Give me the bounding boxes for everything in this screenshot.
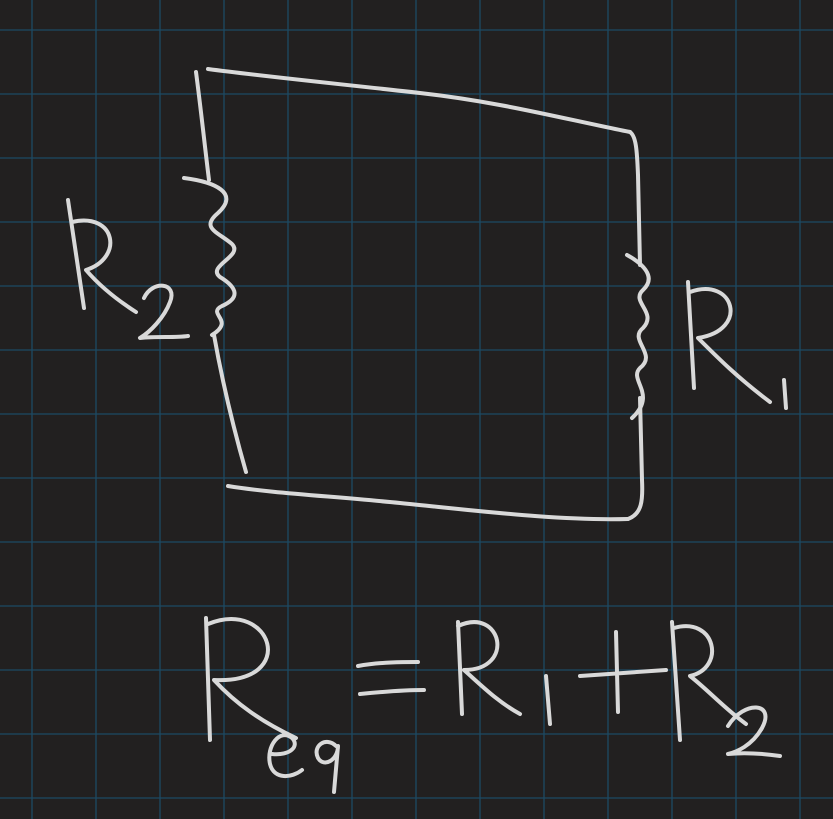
circuit-diagram <box>66 67 788 794</box>
eq-subscript-2 <box>726 705 782 758</box>
label-r1-letter-r <box>686 280 772 404</box>
resistor-r2-symbol <box>182 176 237 337</box>
resistor-r1-symbol <box>625 253 651 420</box>
equation-req <box>204 616 782 794</box>
eq-letter-r <box>204 616 298 742</box>
label-r1 <box>686 280 788 410</box>
label-r1-subscript-1 <box>782 378 788 410</box>
wire-bottom <box>226 484 630 522</box>
eq-equals-sign <box>356 660 426 696</box>
label-r2 <box>66 198 190 340</box>
eq-plus-sign <box>578 630 668 714</box>
wire-right <box>626 130 645 521</box>
wire-left <box>194 70 248 474</box>
eq-subscript-1 <box>544 674 552 726</box>
eq-letter-r1 <box>456 620 522 716</box>
eq-subscript-q <box>314 739 340 794</box>
label-r2-letter-r <box>66 198 138 314</box>
label-r2-subscript-2 <box>138 283 190 340</box>
wire-top <box>206 67 632 134</box>
eq-subscript-e <box>267 733 304 778</box>
eq-letter-r2 <box>670 620 748 742</box>
